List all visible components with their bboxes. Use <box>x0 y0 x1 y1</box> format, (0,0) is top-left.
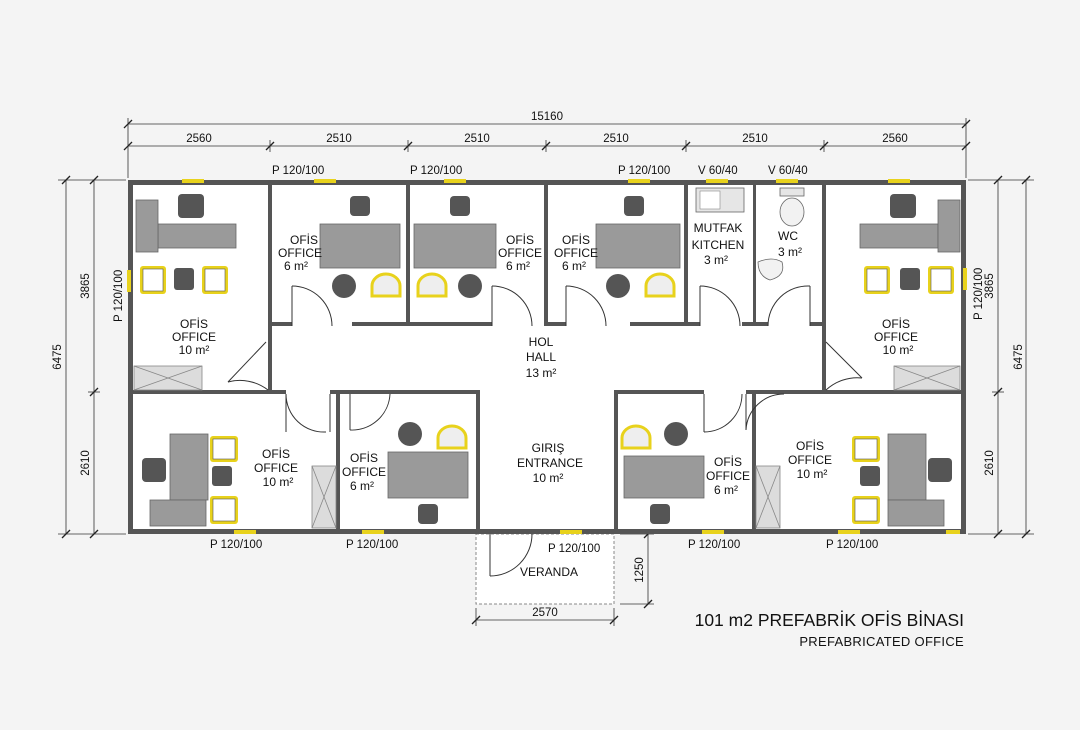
svg-text:10 m²: 10 m² <box>883 343 914 357</box>
storage-units <box>133 365 961 529</box>
svg-text:OFİS: OFİS <box>714 455 742 469</box>
svg-text:OFFICE: OFFICE <box>172 330 216 344</box>
window-label: P 120/100 <box>618 165 670 177</box>
svg-text:6 m²: 6 m² <box>350 479 374 493</box>
window-label: P 120/100 <box>272 165 324 177</box>
veranda-area <box>475 533 615 605</box>
svg-text:3 m²: 3 m² <box>704 253 728 267</box>
svg-text:OFİS: OFİS <box>350 451 378 465</box>
room-office-top-4: OFİS OFFICE 6 m² <box>554 233 598 273</box>
svg-text:13 m²: 13 m² <box>526 366 557 380</box>
dim-upper-depth-right: 3865 <box>984 273 996 299</box>
svg-text:OFİS: OFİS <box>180 317 208 331</box>
room-office-top-left: OFİS OFFICE 10 m² <box>172 317 216 357</box>
room-office-bottom-2: OFİS OFFICE 6 m² <box>342 451 386 493</box>
svg-text:OFFICE: OFFICE <box>278 246 322 260</box>
dim-total-depth-right: 6475 <box>1013 344 1025 370</box>
dim-veranda-depth: 1250 <box>634 557 646 583</box>
svg-text:OFFICE: OFFICE <box>254 461 298 475</box>
svg-text:OFİS: OFİS <box>796 439 824 453</box>
room-kitchen: MUTFAK KITCHEN 3 m² <box>692 221 745 267</box>
window-label: P 120/100 <box>346 539 398 551</box>
dim-total-width: 15160 <box>531 111 563 123</box>
room-veranda: VERANDA <box>520 565 578 579</box>
room-hall: HOL HALL 13 m² <box>526 335 557 380</box>
room-office-bottom-right: OFİS OFFICE 10 m² <box>788 439 832 481</box>
room-office-bottom-3: OFİS OFFICE 6 m² <box>706 455 750 497</box>
plan-subtitle: PREFABRICATED OFFICE <box>799 634 964 649</box>
svg-text:ENTRANCE: ENTRANCE <box>517 456 583 470</box>
room-office-top-2: OFİS OFFICE 6 m² <box>278 233 322 273</box>
dim-lower-depth-left: 2610 <box>80 450 92 476</box>
svg-text:OFFICE: OFFICE <box>788 453 832 467</box>
svg-text:10 m²: 10 m² <box>179 343 210 357</box>
svg-text:OFİS: OFİS <box>562 233 590 247</box>
window-label: P 120/100 <box>973 268 985 320</box>
room-office-bottom-left: OFİS OFFICE 10 m² <box>254 447 298 489</box>
svg-text:10 m²: 10 m² <box>797 467 828 481</box>
svg-text:10 m²: 10 m² <box>533 471 564 485</box>
svg-text:OFFICE: OFFICE <box>874 330 918 344</box>
dim-top-6: 2560 <box>882 133 908 145</box>
svg-text:HALL: HALL <box>526 350 556 364</box>
window-label: P 120/100 <box>113 270 125 322</box>
svg-text:OFFICE: OFFICE <box>498 246 542 260</box>
svg-text:HOL: HOL <box>529 335 554 349</box>
svg-text:MUTFAK: MUTFAK <box>694 221 743 235</box>
svg-text:KITCHEN: KITCHEN <box>692 238 745 252</box>
svg-text:OFFICE: OFFICE <box>342 465 386 479</box>
plan-title: 101 m2 PREFABRİK OFİS BİNASI <box>694 610 964 630</box>
dimension-lines <box>58 118 1034 626</box>
svg-text:6 m²: 6 m² <box>284 259 308 273</box>
window-label: P 120/100 <box>410 165 462 177</box>
dim-top-4: 2510 <box>603 133 629 145</box>
svg-text:OFFICE: OFFICE <box>706 469 750 483</box>
svg-text:GIRIŞ: GIRIŞ <box>532 441 565 455</box>
svg-text:OFİS: OFİS <box>506 233 534 247</box>
dim-top-1: 2560 <box>186 133 212 145</box>
dim-top-3: 2510 <box>464 133 490 145</box>
svg-text:6 m²: 6 m² <box>562 259 586 273</box>
doors <box>227 285 863 577</box>
dim-veranda-width: 2570 <box>532 607 558 619</box>
window-label: V 60/40 <box>768 165 808 177</box>
room-office-top-3: OFİS OFFICE 6 m² <box>498 233 542 273</box>
window-label: P 120/100 <box>688 539 740 551</box>
room-entrance: GIRIŞ ENTRANCE 10 m² <box>517 441 583 485</box>
svg-text:WC: WC <box>778 229 798 243</box>
svg-text:OFİS: OFİS <box>882 317 910 331</box>
svg-text:6 m²: 6 m² <box>506 259 530 273</box>
svg-text:OFİS: OFİS <box>262 447 290 461</box>
window-label: P 120/100 <box>548 543 600 555</box>
window-label: P 120/100 <box>826 539 878 551</box>
svg-text:OFFICE: OFFICE <box>554 246 598 260</box>
room-wc: WC 3 m² <box>778 229 802 259</box>
walls <box>128 180 966 534</box>
dim-top-5: 2510 <box>742 133 768 145</box>
dim-top-2: 2510 <box>326 133 352 145</box>
windows <box>127 179 967 534</box>
dim-lower-depth-right: 2610 <box>984 450 996 476</box>
dim-upper-depth-left: 3865 <box>80 273 92 299</box>
svg-text:10 m²: 10 m² <box>263 475 294 489</box>
furniture <box>135 187 961 527</box>
svg-text:3 m²: 3 m² <box>778 245 802 259</box>
window-label: V 60/40 <box>698 165 738 177</box>
window-label: P 120/100 <box>210 539 262 551</box>
room-office-top-right: OFİS OFFICE 10 m² <box>874 317 918 357</box>
svg-text:6 m²: 6 m² <box>714 483 738 497</box>
svg-text:OFİS: OFİS <box>290 233 318 247</box>
dim-total-depth-left: 6475 <box>52 344 64 370</box>
